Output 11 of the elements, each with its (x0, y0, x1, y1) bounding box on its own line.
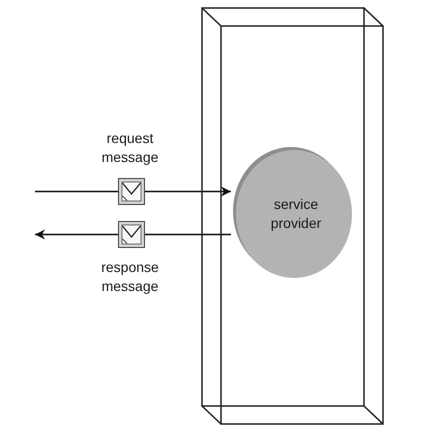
message-label: response message (100, 258, 160, 296)
envelope-icon (118, 178, 145, 205)
cuboid-outline (201, 7, 385, 426)
connector-line (35, 190, 118, 192)
connector-line (145, 234, 231, 236)
node-label: service provider (270, 194, 322, 232)
arrow (145, 186, 231, 196)
arrow (35, 230, 118, 240)
ellipse-node (231, 146, 355, 281)
envelope-icon (118, 221, 145, 248)
message-label: request message (100, 129, 160, 167)
